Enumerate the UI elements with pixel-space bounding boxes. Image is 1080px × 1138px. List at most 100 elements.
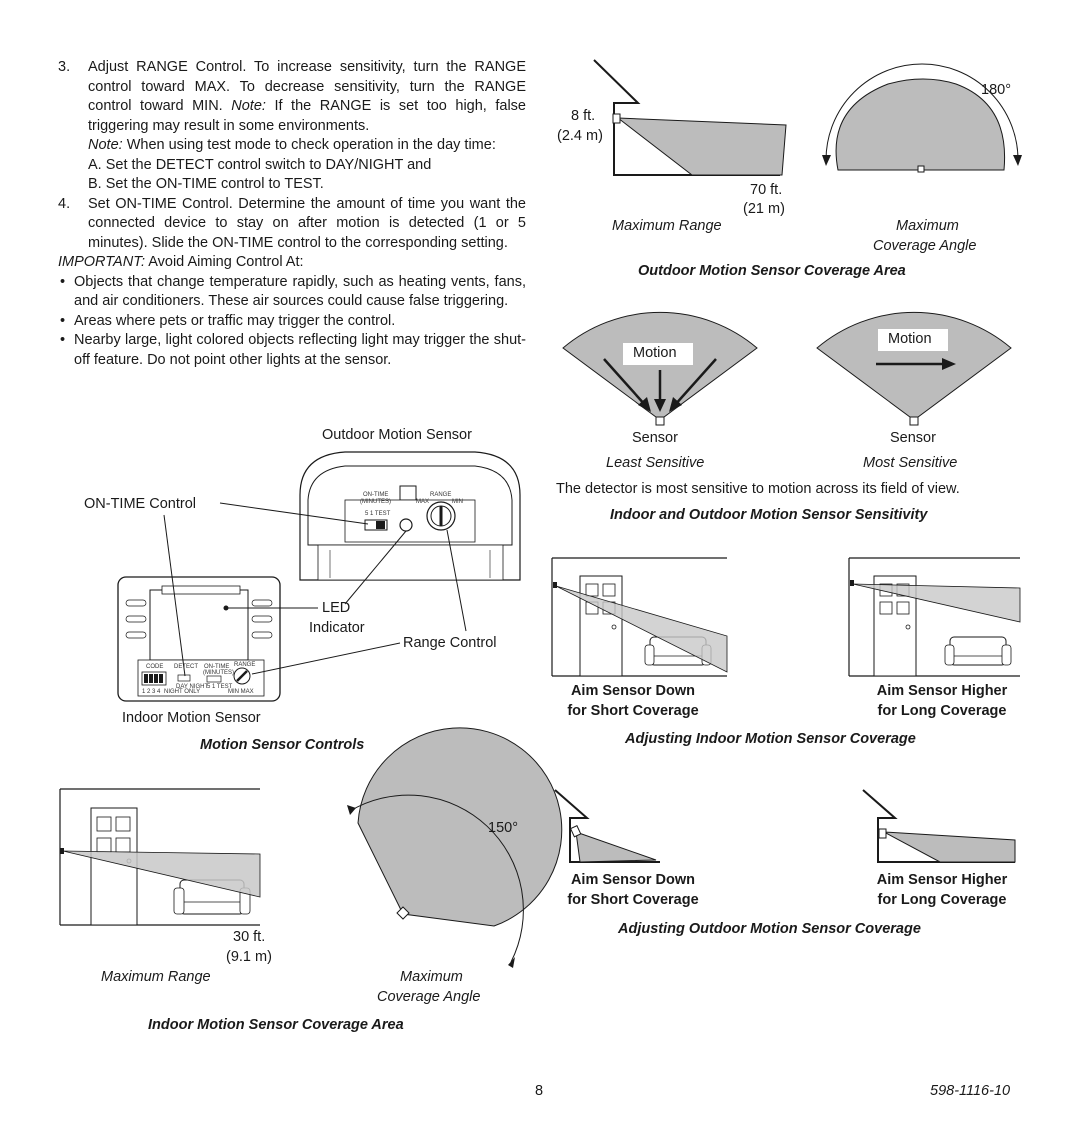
detect-switch [177, 674, 191, 682]
important-label: IMPORTANT: [58, 254, 145, 270]
step-3b: B. Set the ON-TIME control to TEST. [88, 176, 324, 192]
instructions-text: 3. Adjust RANGE Control. To increase sen… [58, 58, 526, 370]
indoor-aim-down-1: Aim Sensor Down [570, 683, 696, 699]
arrow-head-icon [508, 957, 515, 968]
indoor-ontime-switch [206, 675, 222, 683]
sensor-label-right: Sensor [890, 430, 936, 446]
outdoor-angle-label: 180° [981, 82, 1011, 98]
indoor-angle-label: 150° [488, 820, 518, 836]
leader-line [219, 502, 369, 525]
sensor-icon [655, 416, 665, 426]
leader-line [163, 514, 186, 677]
tiny-minutes-indoor: (MINUTES) [203, 670, 234, 676]
least-sensitive-label: Least Sensitive [606, 455, 705, 471]
most-sensitive-label: Most Sensitive [863, 455, 958, 471]
tiny-ontime-pos: 5 1 TEST [207, 684, 233, 690]
tiny-range-indoor: RANGE [234, 662, 256, 668]
step-4: 4. Set ON-TIME Control. Determine the am… [58, 195, 526, 254]
outdoor-max-angle-1: Maximum [896, 218, 959, 234]
arrow-head-icon [347, 805, 356, 815]
figure-caption: Indoor and Outdoor Motion Sensor Sensiti… [610, 507, 928, 523]
coverage-dome-180 [835, 78, 1006, 171]
led-label: LED [322, 600, 351, 616]
note-label: Note: [88, 137, 123, 153]
document-number: 598-1116-10 [930, 1083, 1011, 1099]
sensitivity-fan-right [816, 311, 1012, 421]
figure-caption: Indoor Motion Sensor Coverage Area [148, 1017, 404, 1033]
outdoor-wall-outline [593, 59, 780, 176]
note-label: Note: [231, 98, 266, 114]
indoor-aim-higher-1: Aim Sensor Higher [876, 683, 1008, 699]
arrow-head-icon [638, 397, 651, 412]
sensor-icon [909, 416, 919, 426]
bullet-text: Nearby large, light colored objects refl… [74, 332, 526, 368]
motion-label-left: Motion [633, 345, 677, 361]
figure-caption: Outdoor Motion Sensor Coverage Area [638, 263, 906, 279]
arrow-head-icon [1013, 155, 1022, 166]
motion-label-right: Motion [888, 331, 932, 347]
outdoor-wall-outline [554, 789, 660, 863]
arrow-head-icon [942, 358, 956, 370]
leader-line [251, 642, 401, 675]
tiny-detect: DETECT [174, 664, 198, 670]
figure-caption: Adjusting Indoor Motion Sensor Coverage [625, 731, 916, 747]
fan-sensor [396, 906, 410, 920]
range-control-label: Range Control [403, 635, 497, 651]
coverage-fan-150 [357, 727, 563, 927]
step-3: 3. Adjust RANGE Control. To increase sen… [58, 58, 526, 195]
outdoor-height-m: (2.4 m) [557, 128, 603, 144]
outdoor-distance-m: (21 m) [743, 201, 785, 217]
coverage-wedge [62, 850, 261, 898]
step-4-text: Set ON-TIME Control. Determine the amoun… [88, 195, 526, 251]
angle-arc [825, 63, 1019, 161]
bullet-dot: • [60, 273, 66, 290]
bullet-text: Objects that change temperature rapidly,… [74, 273, 526, 310]
indoor-max-angle-2: Coverage Angle [377, 989, 481, 1005]
arrow-head-icon [669, 397, 682, 412]
important-text: Avoid Aiming Control At: [148, 254, 304, 270]
sensor-label-left: Sensor [632, 430, 678, 446]
step-number: 4. [58, 195, 71, 212]
page-number: 8 [535, 1083, 544, 1099]
bullet-item: • Objects that change temperature rapidl… [58, 273, 526, 312]
bullet-item: • Nearby large, light colored objects re… [58, 331, 526, 370]
outdoor-sensor-base [317, 544, 504, 581]
tiny-night-only: NIGHT ONLY [164, 689, 201, 695]
bullet-dot: • [60, 332, 66, 348]
motion-box-left [623, 343, 693, 365]
room-sensor [553, 582, 557, 588]
room-sensor [60, 848, 64, 854]
outdoor-distance-ft: 70 ft. [750, 182, 783, 198]
outdoor-sensor-label: Outdoor Motion Sensor [322, 427, 472, 443]
indicator-label: Indicator [309, 620, 365, 636]
angle-arc [349, 794, 524, 963]
indoor-max-range: Maximum Range [101, 969, 211, 985]
leader-line [446, 529, 467, 632]
motion-box-right [878, 329, 948, 351]
tiny-minutes: (MINUTES) [360, 499, 391, 505]
sensitivity-fan-left [562, 311, 758, 421]
tiny-digits: 1 2 3 4 [142, 689, 161, 695]
important-note: IMPORTANT: Avoid Aiming Control At: [58, 253, 526, 273]
figure-caption: Motion Sensor Controls [200, 737, 365, 753]
outdoor-aim-down-1: Aim Sensor Down [570, 872, 696, 888]
ontime-control-label: ON-TIME Control [84, 496, 196, 512]
step-number: 3. [58, 59, 71, 75]
tiny-ontime-indoor: ON-TIME [204, 664, 230, 670]
indoor-distance-m: (9.1 m) [226, 949, 272, 965]
leader-line [344, 530, 407, 605]
outdoor-coverage-beam [616, 117, 787, 176]
tiny-min: MIN [452, 499, 463, 505]
sensitivity-note: The detector is most sensitive to motion… [556, 481, 960, 497]
outdoor-aim-down-2: for Short Coverage [567, 892, 699, 908]
outdoor-sensor-icon [569, 825, 582, 838]
indoor-aim-down-2: for Short Coverage [567, 703, 699, 719]
step-3-text: Adjust RANGE Control. To increase sensit… [88, 59, 526, 114]
note-text: When using test mode to check operation … [126, 137, 496, 153]
